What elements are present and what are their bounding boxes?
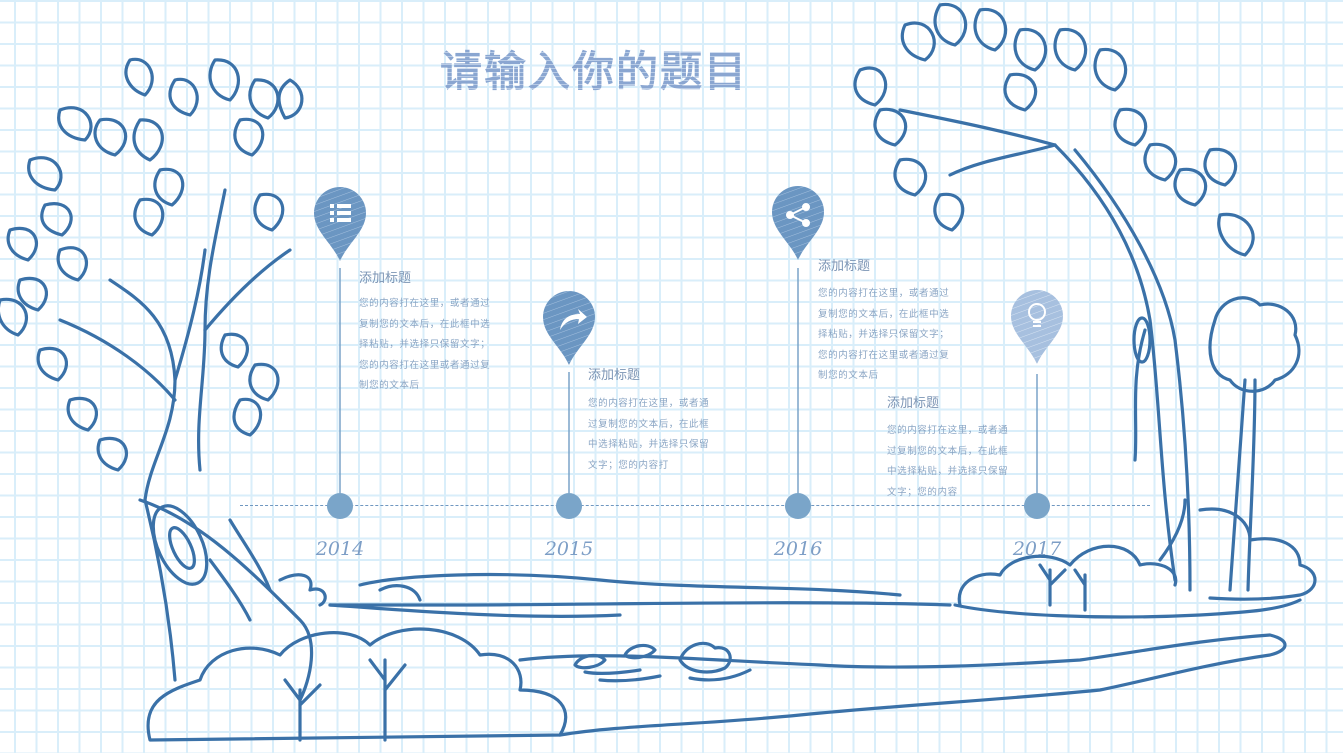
card-heading-2014: 添加标题 xyxy=(359,271,412,286)
text-line: 制您的文本后 xyxy=(818,370,879,381)
card-text-2016: 您的内容打在这里，或者通过 复制您的文本后，在此框中选 择粘贴，并选择只保留文字… xyxy=(818,284,949,387)
text-line: 您的内容打在这里，或者通 xyxy=(588,398,710,409)
text-line: 中选择粘贴，并选择只保留 xyxy=(887,466,1009,477)
text-line: 文字；您的内容打 xyxy=(588,459,669,471)
text-line: 复制您的文本后，在此框中选 xyxy=(359,318,491,330)
text-line: 择粘贴，并选择只保留文字； xyxy=(359,339,491,350)
card-text-2017: 您的内容打在这里，或者通 过复制您的文本后，在此框 中选择粘贴，并选择只保留 文… xyxy=(887,421,1008,503)
text-line: 您的内容打在这里，或者通过 xyxy=(359,298,491,309)
text-line: 文字；您的内容 xyxy=(887,486,958,498)
year-label-2014: 2014 xyxy=(315,538,365,560)
left-tree xyxy=(0,57,314,702)
text-line: 中选择粘贴，并选择只保留 xyxy=(588,439,710,450)
card-text-2014: 您的内容打在这里，或者通过 复制您的文本后，在此框中选 择粘贴，并选择只保留文字… xyxy=(359,294,490,397)
page-title: 请输入你的题目 xyxy=(440,44,770,100)
text-line: 过复制您的文本后，在此框 xyxy=(588,418,710,430)
text-line: 择粘贴，并选择只保留文字； xyxy=(818,329,950,340)
right-tree xyxy=(853,2,1301,592)
card-heading-2017: 添加标题 xyxy=(887,396,940,411)
text-line: 您的内容打在这里或者通过复 xyxy=(818,349,950,361)
card-heading-2016: 添加标题 xyxy=(818,259,871,274)
text-line: 您的内容打在这里，或者通 xyxy=(887,425,1009,436)
timeline-axis xyxy=(240,505,1150,506)
year-label-2016: 2016 xyxy=(773,538,823,560)
year-label-2015: 2015 xyxy=(544,538,594,560)
card-heading-2015: 添加标题 xyxy=(588,368,641,383)
text-line: 制您的文本后 xyxy=(359,380,420,391)
text-line: 复制您的文本后，在此框中选 xyxy=(818,308,950,320)
year-label-2017: 2017 xyxy=(1012,538,1062,560)
text-line: 您的内容打在这里或者通过复 xyxy=(359,359,491,371)
text-line: 您的内容打在这里，或者通过 xyxy=(818,288,950,299)
text-line: 过复制您的文本后，在此框 xyxy=(887,445,1009,457)
ground-scene xyxy=(146,507,1317,742)
card-text-2015: 您的内容打在这里，或者通 过复制您的文本后，在此框 中选择粘贴，并选择只保留 文… xyxy=(588,394,709,476)
